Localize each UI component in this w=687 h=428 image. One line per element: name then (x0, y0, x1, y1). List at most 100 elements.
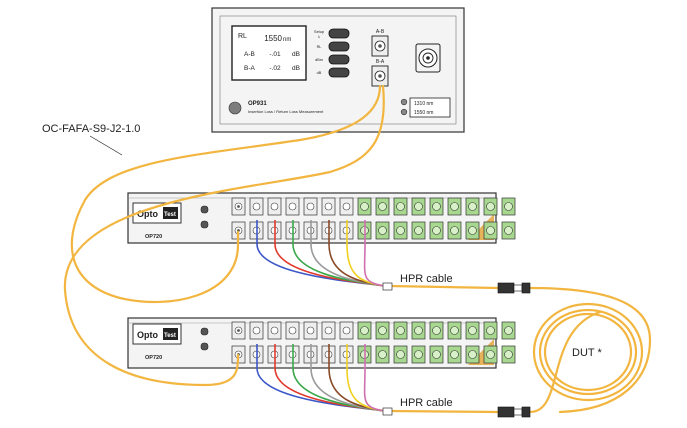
hpr-bottom-label: HPR cable (400, 397, 453, 409)
lcd-row-value: -.02 (269, 65, 281, 72)
brand-right: Test (164, 333, 176, 339)
port-ferrule (432, 350, 441, 359)
port-ferrule (486, 350, 495, 359)
fanout-boot (382, 407, 393, 416)
fanout-boot (382, 282, 393, 291)
port-ferrule (414, 226, 423, 235)
switch-button[interactable] (200, 205, 209, 214)
port-ferrule (288, 326, 297, 335)
dbm-button[interactable] (328, 54, 350, 65)
port-ab-center (378, 44, 382, 48)
port-ba-center (378, 74, 382, 78)
setup-button[interactable] (328, 28, 350, 39)
led-1550-icon (400, 108, 408, 116)
port-ferrule (450, 350, 459, 359)
port-ferrule (414, 350, 423, 359)
lcd-row-value: -.01 (269, 51, 281, 58)
port-ab-label: A-B (376, 29, 385, 35)
port-ferrule (468, 326, 477, 335)
port-ferrule (396, 202, 405, 211)
meter-description: Insertion Loss / Return Loss Measurement (248, 109, 324, 114)
dut-coil (543, 312, 633, 392)
rl-button[interactable] (328, 41, 350, 52)
port-ferrule (504, 226, 513, 235)
port-ferrule (396, 326, 405, 335)
hpr-connector-top (497, 282, 515, 294)
meter-bezel (219, 15, 457, 125)
wavelength-1310: 1310 nm (414, 101, 433, 107)
port-ferrule (378, 350, 387, 359)
hpr-connectors (382, 282, 531, 418)
port-ferrule (252, 326, 261, 335)
port-ferrule (450, 226, 459, 235)
rl-button-label: RL (317, 45, 322, 49)
hpr-connector-bottom (497, 406, 515, 418)
jumper-label: OC-FAFA-S9-J2-1.0 (42, 123, 140, 135)
port-ferrule (468, 226, 477, 235)
port-center (237, 205, 240, 208)
port-ferrule (342, 326, 351, 335)
switch-bottom-port-grid (231, 321, 516, 364)
brand-left: Opto (137, 209, 158, 219)
port-ferrule (414, 326, 423, 335)
jumper-leader-line (89, 135, 123, 156)
port-ferrule (486, 226, 495, 235)
port-ferrule (270, 202, 279, 211)
brand-right-box (163, 328, 178, 340)
port-ferrule (432, 226, 441, 235)
wavelength-indicator-box (409, 97, 451, 118)
port-ferrule (486, 202, 495, 211)
port-ferrule (468, 202, 477, 211)
port-ferrule (360, 202, 369, 211)
port-center (237, 329, 240, 332)
switch-button[interactable] (200, 327, 209, 336)
port-ferrule (342, 202, 351, 211)
dut-loop-outer-a (528, 286, 652, 414)
hpr-top-label: HPR cable (400, 273, 453, 285)
port-ferrule (288, 202, 297, 211)
hpr-bottom-trunk (388, 409, 500, 414)
lcd-row-label: A-B (244, 51, 255, 58)
optotest-logo-icon (228, 101, 242, 115)
meter-lcd (231, 25, 307, 81)
port-ferrule (504, 350, 513, 359)
db-button[interactable] (328, 67, 350, 78)
port-ferrule (486, 326, 495, 335)
lcd-row-unit: dB (292, 65, 300, 72)
port-ferrule (432, 202, 441, 211)
switch-model: OP720 (145, 234, 162, 240)
op931-meter: RL 1550 nm A-B -.01 dB B-A -.02 dB Setup… (211, 7, 465, 133)
meter-model: OP931 (248, 101, 267, 107)
port-ferrule (414, 202, 423, 211)
db-button-label: dB (317, 71, 322, 75)
led-1310-icon (400, 98, 408, 106)
dut-coil (532, 302, 644, 402)
dut-lead-b (528, 310, 602, 414)
hpr-fanout-bottom (256, 344, 386, 412)
switch-button[interactable] (200, 342, 209, 351)
power-icon-dot (426, 56, 430, 60)
port-ba-label: B-A (376, 59, 385, 65)
switch-button[interactable] (200, 220, 209, 229)
port-ferrule (504, 202, 513, 211)
switch-top-port-grid (231, 197, 516, 240)
port-ferrule (270, 326, 279, 335)
port-ferrule (324, 202, 333, 211)
port-ferrule (396, 226, 405, 235)
port-ferrule (450, 326, 459, 335)
lcd-wavelength: 1550 (264, 34, 282, 43)
port-ferrule (360, 326, 369, 335)
port-ferrule (432, 326, 441, 335)
hpr-connector-top-mid (513, 284, 523, 292)
hpr-fanout-top (256, 220, 386, 287)
dbm-button-label: dBm (315, 58, 323, 62)
brand-right: Test (164, 212, 176, 218)
hpr-top-trunk (388, 284, 500, 290)
dut-coil (538, 308, 638, 396)
port-ferrule (306, 326, 315, 335)
port-ferrule (324, 326, 333, 335)
jumper-ab-fiber (70, 84, 382, 304)
hpr-connector-top-end (521, 282, 531, 294)
port-ferrule (378, 202, 387, 211)
